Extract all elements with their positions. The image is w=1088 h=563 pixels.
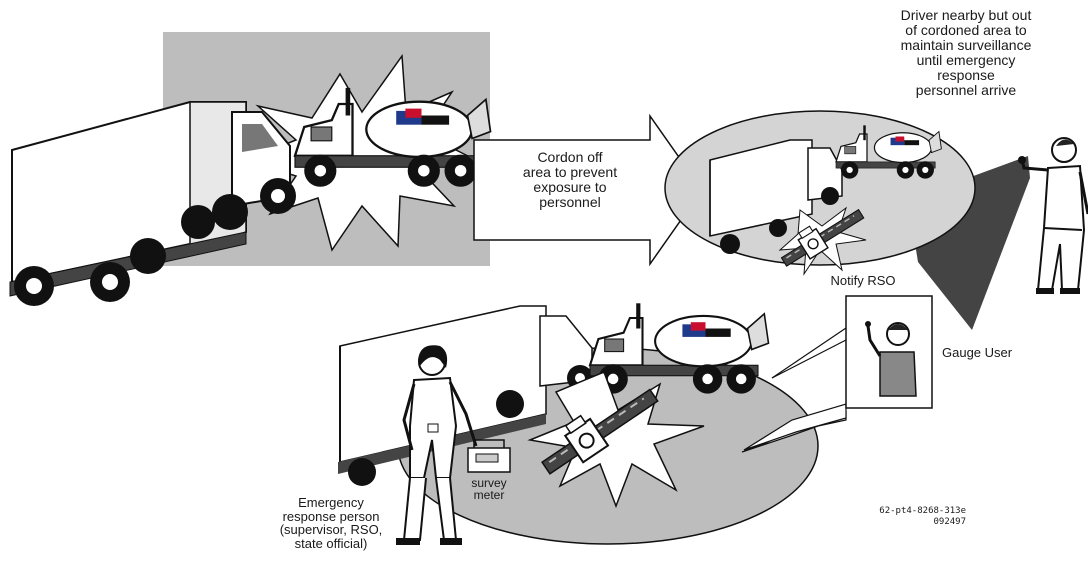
gauge-user-label: Gauge User (942, 346, 1052, 360)
driver-surveillance-label: Driver nearby but out of cordoned area t… (868, 8, 1064, 98)
driver-figure (1018, 138, 1088, 294)
cordon-off-label: Cordon off area to prevent exposure to p… (505, 150, 635, 210)
emergency-person-label: Emergency response person (supervisor, R… (246, 496, 416, 550)
survey-meter-label: survey meter (464, 477, 514, 501)
figure-code-label: 62-pt4-8268-313e 092497 (826, 506, 966, 528)
notify-rso-label: Notify RSO (808, 274, 918, 288)
